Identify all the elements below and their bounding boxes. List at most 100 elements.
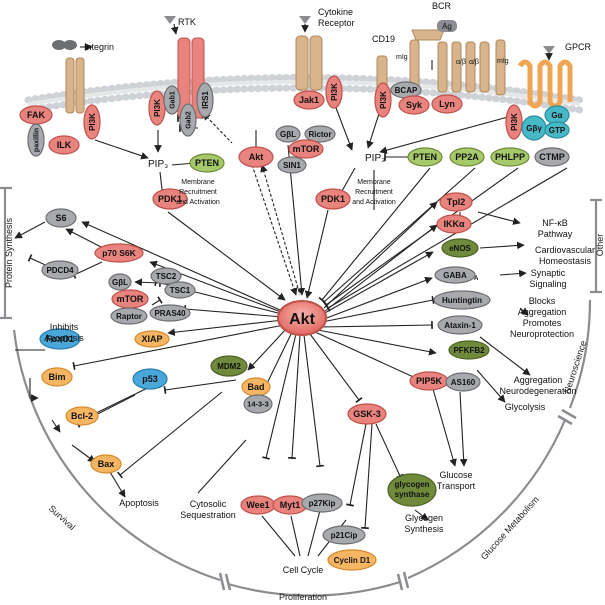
annotation-cellcycle: Cell Cycle bbox=[283, 565, 324, 575]
node-mtor-c1: mTOR bbox=[111, 289, 149, 309]
node-ataxin: Ataxin-1 bbox=[437, 315, 483, 335]
node-mtor-c2: mTOR bbox=[288, 139, 324, 159]
node-label: PI3K bbox=[330, 83, 339, 101]
node-mdm2: MDM2 bbox=[210, 355, 248, 377]
node-label: 14-3-3 bbox=[247, 400, 269, 409]
node-label: SIN1 bbox=[283, 161, 301, 170]
node-label: BCAP bbox=[395, 86, 418, 95]
node-gbg: Gβγ bbox=[521, 115, 547, 141]
node-pdcd4: PDCD4 bbox=[41, 260, 79, 280]
node-label: Huntingtin bbox=[442, 296, 482, 305]
node-ctmp: CTMP bbox=[534, 147, 570, 167]
node-label: GABA bbox=[443, 271, 467, 280]
node-gab2: Gab2 bbox=[179, 103, 197, 137]
node-label: GSK-3 bbox=[353, 409, 381, 419]
receptor-label-mig-left: mIg bbox=[396, 54, 408, 61]
annotation-blocks-4: Neuroprotection bbox=[510, 329, 574, 339]
node-label: GβL bbox=[112, 278, 128, 287]
node-pi3k-cyt: PI3K bbox=[325, 75, 343, 109]
node-label: FAK bbox=[27, 110, 46, 120]
annotation-membrane-r-2: Recruitment bbox=[355, 189, 393, 196]
annotation-membrane-l-3: and Activation bbox=[176, 199, 220, 206]
receptor-label-rtk: RTK bbox=[178, 17, 196, 27]
node-as160: AS160 bbox=[445, 372, 481, 392]
node-pi3k-rtk: PI3K bbox=[148, 90, 166, 126]
category-survival: Survival bbox=[47, 503, 77, 532]
category-protein-synthesis: Protein Synthesis bbox=[4, 217, 14, 288]
node-gaba: GABA bbox=[434, 266, 476, 284]
receptor-label-ag: Ag bbox=[442, 22, 452, 31]
node-ilk: ILK bbox=[48, 135, 80, 155]
node-s6: S6 bbox=[45, 208, 77, 228]
node-gsk3: GSK-3 bbox=[347, 403, 387, 425]
node-label: Bax bbox=[98, 459, 115, 469]
node-label: Jak1 bbox=[299, 95, 319, 105]
node-label: IKKα bbox=[443, 219, 464, 229]
node-label: Syk bbox=[406, 100, 423, 110]
node-label: PRAS40 bbox=[154, 309, 186, 318]
node-label: Raptor bbox=[116, 312, 142, 321]
annotation-glycogen-2: Synthesis bbox=[404, 524, 444, 534]
node-pten-l: PTEN bbox=[189, 153, 225, 173]
receptor-label-cd19: CD19 bbox=[372, 34, 395, 44]
node-wee1: Wee1 bbox=[240, 495, 276, 515]
node-label: XIAP bbox=[141, 334, 162, 344]
node-phlpp: PHLPP bbox=[490, 147, 530, 167]
node-pdk1-r: PDK1 bbox=[315, 188, 351, 210]
node-label: PDCD4 bbox=[46, 266, 74, 275]
bcr-receptor bbox=[409, 20, 506, 96]
node-label: ILK bbox=[57, 140, 72, 150]
annotation-glycolysis: Glycolysis bbox=[505, 402, 546, 412]
node-label: GβL bbox=[280, 130, 296, 139]
annotation-cytosolic-1: Cytosolic bbox=[190, 499, 227, 509]
annotation-membrane-l-1: Membrane bbox=[181, 179, 215, 186]
node-label: AS160 bbox=[451, 378, 476, 387]
node-label: Akt bbox=[249, 152, 264, 162]
annotation-apoptosis: Apoptosis bbox=[119, 498, 159, 508]
annotation-cardio-1: Cardiovascular bbox=[535, 245, 595, 255]
node-bim: Bim bbox=[41, 367, 73, 387]
receptor-label-cytokine-2: Receptor bbox=[318, 18, 355, 28]
annotation-agg-1: Aggregation bbox=[514, 375, 563, 385]
gaba-subscript: A bbox=[474, 276, 479, 282]
node-bax: Bax bbox=[90, 454, 122, 474]
node-pfkfb2: PFKFB2 bbox=[448, 340, 490, 360]
annotation-blocks-3: Promotes bbox=[523, 318, 562, 328]
node-label: Gβγ bbox=[526, 124, 542, 133]
node-label: PIP5K bbox=[416, 376, 443, 386]
node-akt-central: Akt bbox=[277, 300, 327, 336]
node-label: PHLPP bbox=[495, 152, 525, 162]
node-label: PI3K bbox=[379, 91, 388, 109]
node-ikka: IKKα bbox=[436, 214, 472, 234]
node-tpl2: Tpl2 bbox=[439, 192, 473, 212]
receptor-label-alpha-beta2: α/β bbox=[469, 59, 479, 66]
node-label: Gab1 bbox=[169, 91, 176, 109]
node-p21cip: p21Cip bbox=[322, 525, 366, 545]
pip3-label: PIP₃ bbox=[148, 159, 168, 170]
node-label: Bim bbox=[48, 372, 65, 382]
node-bad: Bad bbox=[241, 377, 271, 397]
category-glucose-metabolism: Glucose Metabolism bbox=[479, 494, 541, 561]
node-p70s6k: p70 S6K bbox=[94, 243, 144, 263]
node-pdk1-l: PDK1 bbox=[152, 188, 188, 210]
integrin-receptor bbox=[52, 40, 93, 114]
category-proliferation: Proliferation bbox=[279, 592, 327, 602]
node-bcap: BCAP bbox=[390, 81, 422, 99]
receptor-label-gpcr: GPCR bbox=[565, 42, 592, 52]
node-rictor: Rictor bbox=[304, 125, 336, 143]
node-b1433: 14-3-3 bbox=[243, 394, 273, 414]
node-label: mTOR bbox=[117, 294, 144, 304]
node-label: MDM2 bbox=[217, 362, 241, 371]
node-label: PFKFB2 bbox=[453, 346, 485, 355]
node-label: PTEN bbox=[413, 152, 437, 162]
pip3-label: PIP₃ bbox=[365, 153, 385, 164]
node-gbl-mtor: GβL bbox=[275, 125, 301, 143]
annotation-glucose-2: Transport bbox=[437, 481, 476, 491]
node-label: PI3K bbox=[510, 113, 519, 131]
node-akt-top: Akt bbox=[238, 146, 274, 168]
node-enos: eNOS bbox=[441, 238, 479, 258]
node-label: p21Cip bbox=[331, 531, 358, 540]
receptor-label-cytokine-1: Cytokine bbox=[318, 7, 353, 17]
